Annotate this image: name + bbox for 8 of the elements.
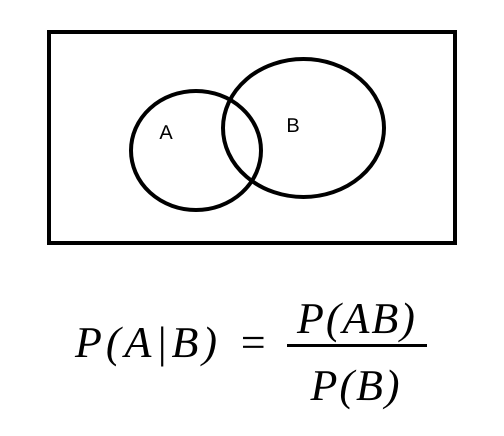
equation-text: P(A|B) = [75, 321, 272, 365]
set-label: A [159, 123, 173, 143]
venn-circle [221, 57, 386, 199]
frame-rectangle [47, 30, 457, 245]
set-label: B [286, 116, 300, 136]
venn-circle [129, 89, 263, 212]
fraction-denominator: P(B) [310, 364, 402, 408]
fraction-numerator: P(AB) [297, 297, 417, 341]
